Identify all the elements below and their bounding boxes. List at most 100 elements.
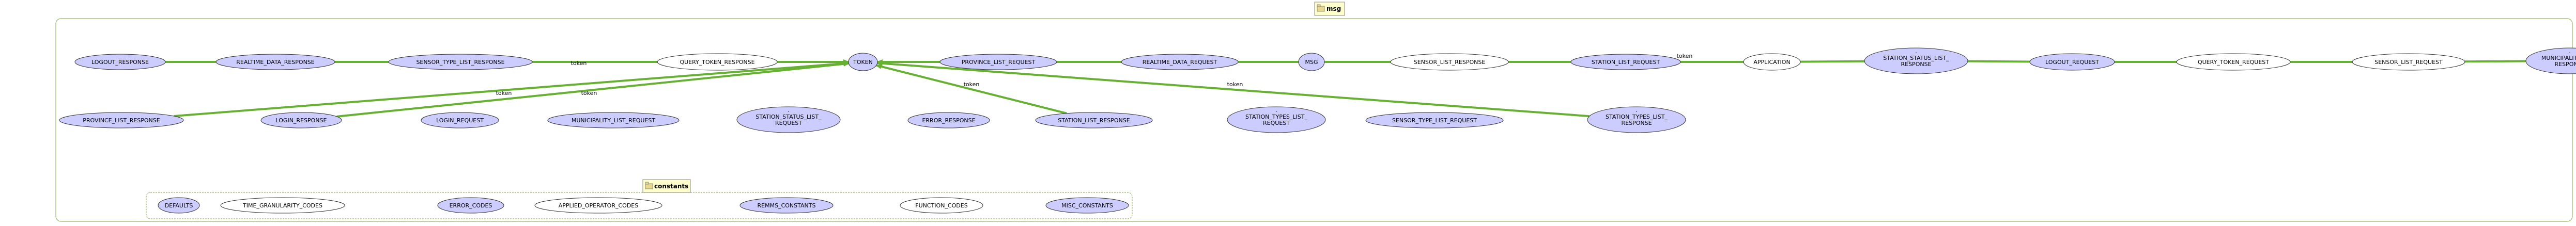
node-ellipse	[900, 197, 983, 214]
node-ellipse	[1227, 106, 1326, 133]
node-station-list-response[interactable]: STATION_LIST_RESPONSE	[1035, 112, 1153, 128]
package-constants-border	[146, 192, 1133, 219]
node-label: LOGOUT_REQUEST	[2045, 59, 2099, 66]
node-marker: ·	[1636, 108, 1638, 115]
node-label: STATION_STATUS_LIST_	[755, 114, 822, 120]
node-label: REMMS_CONSTANTS	[758, 202, 816, 209]
node-defaults[interactable]: DEFAULTS	[158, 197, 200, 214]
node-token[interactable]: TOKEN	[848, 53, 878, 71]
node-sensor-type-list-request[interactable]: SENSOR_TYPE_LIST_REQUEST	[1365, 112, 1504, 128]
node-error-response[interactable]: ERROR_RESPONSE	[907, 112, 990, 128]
node-label: REALTIME_DATA_REQUEST	[1143, 59, 1217, 66]
node-label: MISC_CONSTANTS	[1061, 202, 1113, 209]
edge-station-list-response-to-token	[875, 64, 1067, 115]
node-province-list-response[interactable]: PROVINCE_LIST_RESPONSE	[59, 112, 184, 128]
node-ellipse	[848, 53, 878, 71]
node-ellipse	[1035, 112, 1153, 128]
node-ellipse	[547, 112, 680, 128]
node-ellipse	[59, 112, 184, 128]
node-ellipse	[74, 54, 166, 70]
node-province-list-request[interactable]: PROVINCE_LIST_REQUEST	[939, 54, 1057, 70]
node-sensor-type-list-response[interactable]: SENSOR_TYPE_LIST_RESPONSE	[388, 54, 533, 70]
node-sensor-list-response[interactable]: SENSOR_LIST_RESPONSE	[1390, 53, 1509, 71]
node-label: REQUEST	[775, 120, 802, 126]
node-label: STATION_TYPES_LIST_	[1606, 114, 1668, 120]
node-station-list-request[interactable]: STATION_LIST_REQUEST	[1570, 54, 1681, 70]
node-marker: ·	[2569, 50, 2571, 56]
node-label: TIME_GRANULARITY_CODES	[242, 202, 322, 209]
node-label: FUNCTION_CODES	[915, 202, 967, 209]
node-ellipse	[657, 53, 778, 71]
node-label: APPLICATION	[1753, 59, 1790, 66]
node-function-codes[interactable]: FUNCTION_CODES	[900, 197, 983, 214]
node-station-status-list-request[interactable]: ·STATION_STATUS_LIST_REQUEST	[736, 106, 841, 133]
node-label: LOGIN_RESPONSE	[276, 117, 327, 124]
node-remms-constants[interactable]: REMMS_CONSTANTS	[739, 197, 834, 214]
node-ellipse	[220, 197, 345, 214]
node-ellipse	[2176, 53, 2291, 71]
node-ellipse	[2029, 53, 2115, 71]
node-realtime-data-request[interactable]: REALTIME_DATA_REQUEST	[1121, 54, 1239, 70]
node-label: STATION_LIST_RESPONSE	[1058, 117, 1130, 124]
node-query-token-request[interactable]: QUERY_TOKEN_REQUEST	[2176, 53, 2291, 71]
node-ellipse	[1045, 197, 1129, 214]
edge-label-token: token	[571, 60, 587, 67]
node-municipality-list-request[interactable]: MUNICIPALITY_LIST_REQUEST	[547, 112, 680, 128]
node-municipality-list-response[interactable]: ·MUNICIPALITY_LIST_RESPONSE	[2525, 47, 2576, 74]
node-marker: ·	[1915, 50, 1917, 56]
node-label: PROVINCE_LIST_REQUEST	[962, 59, 1036, 66]
edge-station-types-list-response-to-token	[876, 60, 1590, 118]
node-label: RESPONSE	[1621, 120, 1652, 126]
node-msg[interactable]: MSG	[1298, 53, 1325, 71]
node-station-status-list-response[interactable]: ·STATION_STATUS_LIST_RESPONSE	[1864, 47, 1968, 74]
node-ellipse	[158, 197, 200, 214]
node-ellipse	[1743, 53, 1801, 71]
nodes: LOGOUT_RESPONSE REALTIME_DATA_RESPONSE SEN…	[59, 47, 2576, 214]
node-realtime-data-response[interactable]: REALTIME_DATA_RESPONSE	[215, 54, 335, 70]
edge-application-to-station-status-list-response	[1800, 60, 1865, 63]
edge-station-status-list-response-to-logout-request	[1967, 60, 2030, 63]
node-station-types-list-request[interactable]: ·STATION_TYPES_LIST_REQUEST	[1227, 106, 1326, 133]
node-label: REQUEST	[1263, 120, 1290, 126]
node-label: LOGIN_REQUEST	[436, 117, 484, 124]
node-label: SENSOR_LIST_REQUEST	[2374, 59, 2443, 66]
node-label: REALTIME_DATA_RESPONSE	[236, 59, 315, 66]
node-label: ERROR_RESPONSE	[922, 117, 975, 124]
node-ellipse	[1864, 47, 1968, 74]
node-application[interactable]: APPLICATION	[1743, 53, 1801, 71]
node-label: MSG	[1305, 59, 1318, 66]
node-ellipse	[2525, 47, 2576, 74]
package-msg-border	[55, 18, 2573, 222]
node-label: APPLIED_OPERATOR_CODES	[559, 202, 638, 209]
node-ellipse	[437, 197, 504, 214]
node-label: LOGOUT_RESPONSE	[91, 59, 149, 66]
edge-label-token: token	[1227, 81, 1243, 88]
edge-label-token: token	[581, 90, 597, 96]
node-query-token-response[interactable]: QUERY_TOKEN_RESPONSE	[657, 53, 778, 71]
node-ellipse	[1121, 54, 1239, 70]
package-msg: msg	[55, 2, 2573, 222]
node-applied-operator-codes[interactable]: APPLIED_OPERATOR_CODES	[534, 197, 662, 214]
node-label: MUNICIPALITY_LIST_	[2541, 55, 2576, 61]
node-label: MUNICIPALITY_LIST_REQUEST	[572, 117, 656, 124]
node-ellipse	[1298, 53, 1325, 71]
node-sensor-list-request[interactable]: SENSOR_LIST_REQUEST	[2352, 53, 2465, 71]
node-error-codes[interactable]: ERROR_CODES	[437, 197, 504, 214]
node-time-granularity-codes[interactable]: TIME_GRANULARITY_CODES	[220, 197, 345, 214]
node-ellipse	[2352, 53, 2465, 71]
node-login-response[interactable]: LOGIN_RESPONSE	[260, 112, 342, 128]
node-misc-constants[interactable]: MISC_CONSTANTS	[1045, 197, 1129, 214]
folder-icon	[645, 182, 653, 189]
package-constants-title: constants	[654, 183, 688, 190]
node-label: SENSOR_TYPE_LIST_REQUEST	[1392, 117, 1477, 124]
node-ellipse	[1587, 106, 1686, 133]
node-station-types-list-response[interactable]: ·STATION_TYPES_LIST_RESPONSE	[1587, 106, 1686, 133]
node-logout-response[interactable]: LOGOUT_RESPONSE	[74, 54, 166, 70]
node-login-request[interactable]: LOGIN_REQUEST	[421, 112, 499, 128]
node-ellipse	[388, 54, 533, 70]
node-label: DEFAULTS	[165, 202, 193, 209]
edge-label-token: token	[1677, 53, 1693, 59]
node-logout-request[interactable]: LOGOUT_REQUEST	[2029, 53, 2115, 71]
